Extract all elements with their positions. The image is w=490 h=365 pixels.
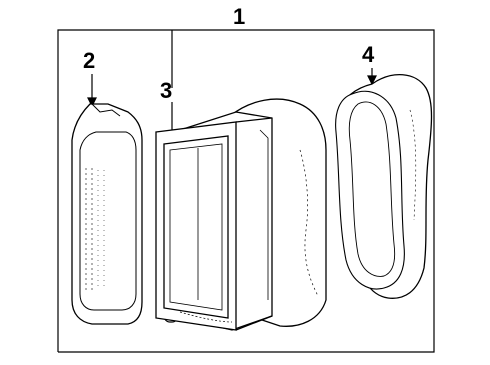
callout-3: 3 [160, 78, 172, 103]
callout-1: 1 [233, 4, 245, 29]
callout-4: 4 [362, 42, 375, 67]
callout-2: 2 [83, 48, 95, 73]
lens-cover-part [71, 103, 143, 325]
assembly-frame [57, 29, 435, 353]
housing-part [155, 98, 327, 331]
duct-sleeve-part [335, 73, 433, 299]
